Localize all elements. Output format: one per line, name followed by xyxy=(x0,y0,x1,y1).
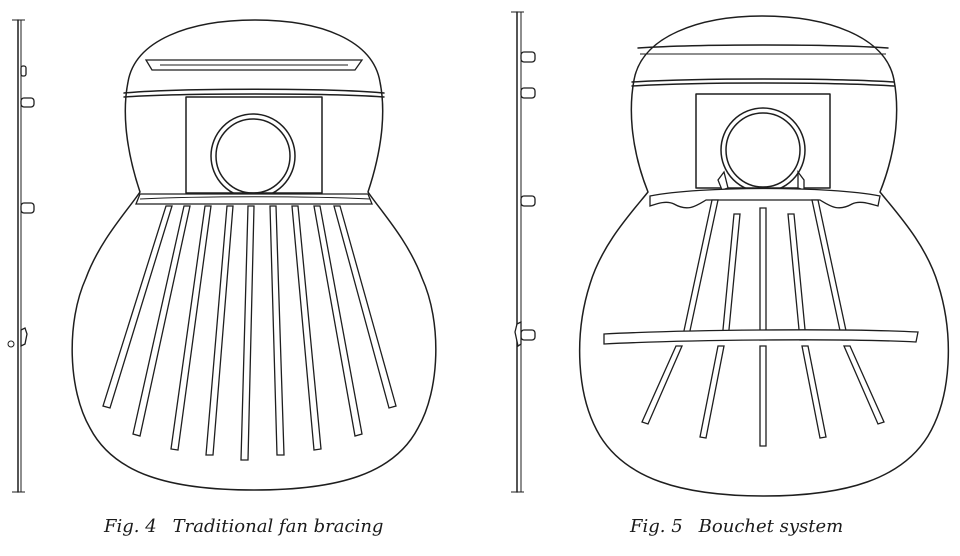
fig5-caption: Fig. 5 Bouchet system xyxy=(630,516,843,537)
fig5-lower-braces xyxy=(641,345,885,447)
fig4-caption: Fig. 4 Traditional fan bracing xyxy=(104,516,383,537)
fig4-body-outline xyxy=(71,19,437,491)
fig5-upper-braces xyxy=(681,199,849,341)
fig4-title: Traditional fan bracing xyxy=(172,516,384,537)
fig4-guitar-top xyxy=(71,19,437,491)
fig5-body-outline xyxy=(578,15,950,497)
fig5-number: Fig. 5 xyxy=(630,516,683,537)
fig4-side-profile xyxy=(7,19,35,493)
fig4-fan-braces xyxy=(102,205,397,461)
fig5-title: Bouchet system xyxy=(698,516,844,537)
fig5-guitar-top xyxy=(578,15,950,497)
fig5-side-profile xyxy=(511,11,536,493)
fig4-number: Fig. 4 xyxy=(104,516,157,537)
